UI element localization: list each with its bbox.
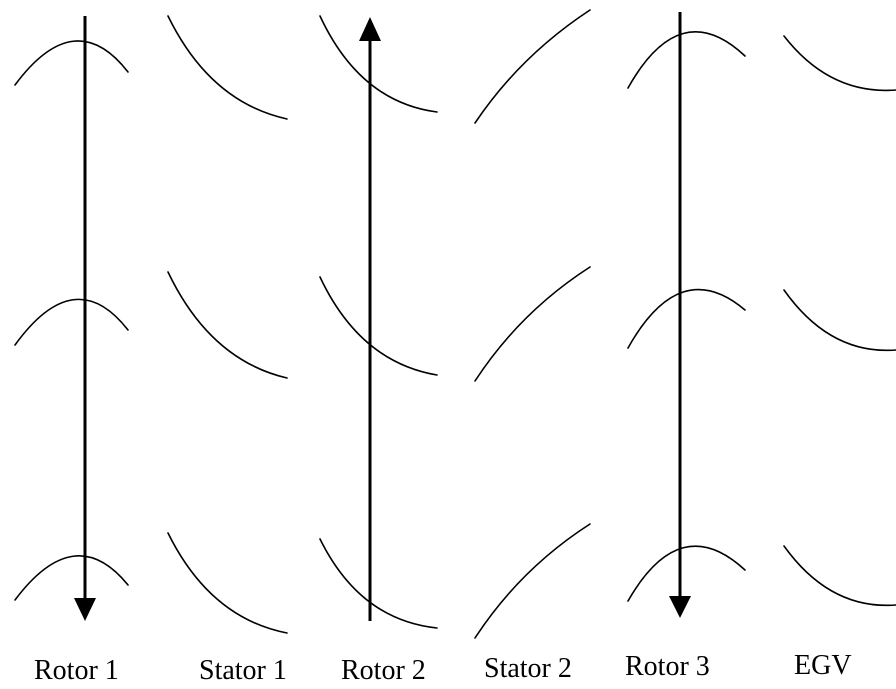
rotor-2-label: Rotor 2 (341, 655, 426, 686)
rotor-2-row (319, 15, 438, 629)
rotor-2-blade (319, 276, 438, 376)
stator-1-blade (167, 532, 288, 634)
stator-1-label: Stator 1 (199, 655, 287, 686)
down-arrow-icon (74, 598, 96, 621)
egv-blade (783, 289, 896, 352)
up-arrow-icon (359, 17, 381, 41)
egv-blade (783, 35, 896, 92)
rotor-3-blade (627, 545, 746, 602)
down-arrow-icon (669, 596, 691, 618)
rotor-2-blade (319, 15, 438, 113)
rotor-1-row (14, 16, 129, 621)
rotor-1-label: Rotor 1 (34, 655, 119, 686)
egv-row (783, 35, 896, 607)
rotor-3-blade (627, 288, 746, 349)
stator-2-blade (474, 523, 591, 639)
rotor-3-label: Rotor 3 (625, 651, 710, 682)
rotor-1-blade (14, 555, 129, 601)
egv-label: EGV (794, 650, 852, 681)
rotor-3-row (627, 12, 746, 618)
egv-blade (783, 545, 896, 607)
stator-2-label: Stator 2 (484, 653, 572, 684)
rotor-1-blade (14, 40, 129, 86)
rotor-2-blade (319, 538, 438, 629)
stator-1-blade (167, 271, 288, 379)
rotor-3-blade (627, 31, 746, 89)
stator-2-blade (474, 266, 591, 382)
stator-2-row (474, 9, 591, 639)
stator-1-row (167, 15, 288, 634)
stator-2-blade (474, 9, 591, 124)
stator-1-blade (167, 15, 288, 120)
rotor-1-blade (14, 298, 129, 346)
